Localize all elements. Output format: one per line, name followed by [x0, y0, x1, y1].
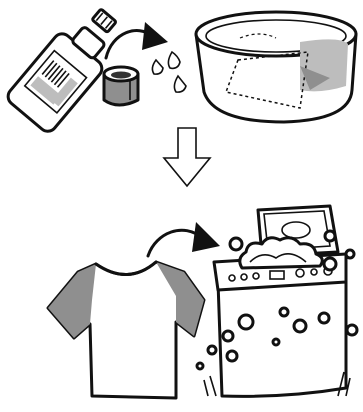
curved-arrow-icon	[148, 222, 220, 256]
tshirt-icon	[48, 262, 204, 398]
basin-icon	[196, 12, 356, 122]
bottle-icon	[4, 9, 117, 135]
curved-arrow-icon	[106, 22, 168, 58]
bottle-cap-icon	[104, 67, 138, 105]
droplets-icon	[152, 52, 186, 92]
down-arrow-icon	[164, 128, 210, 186]
